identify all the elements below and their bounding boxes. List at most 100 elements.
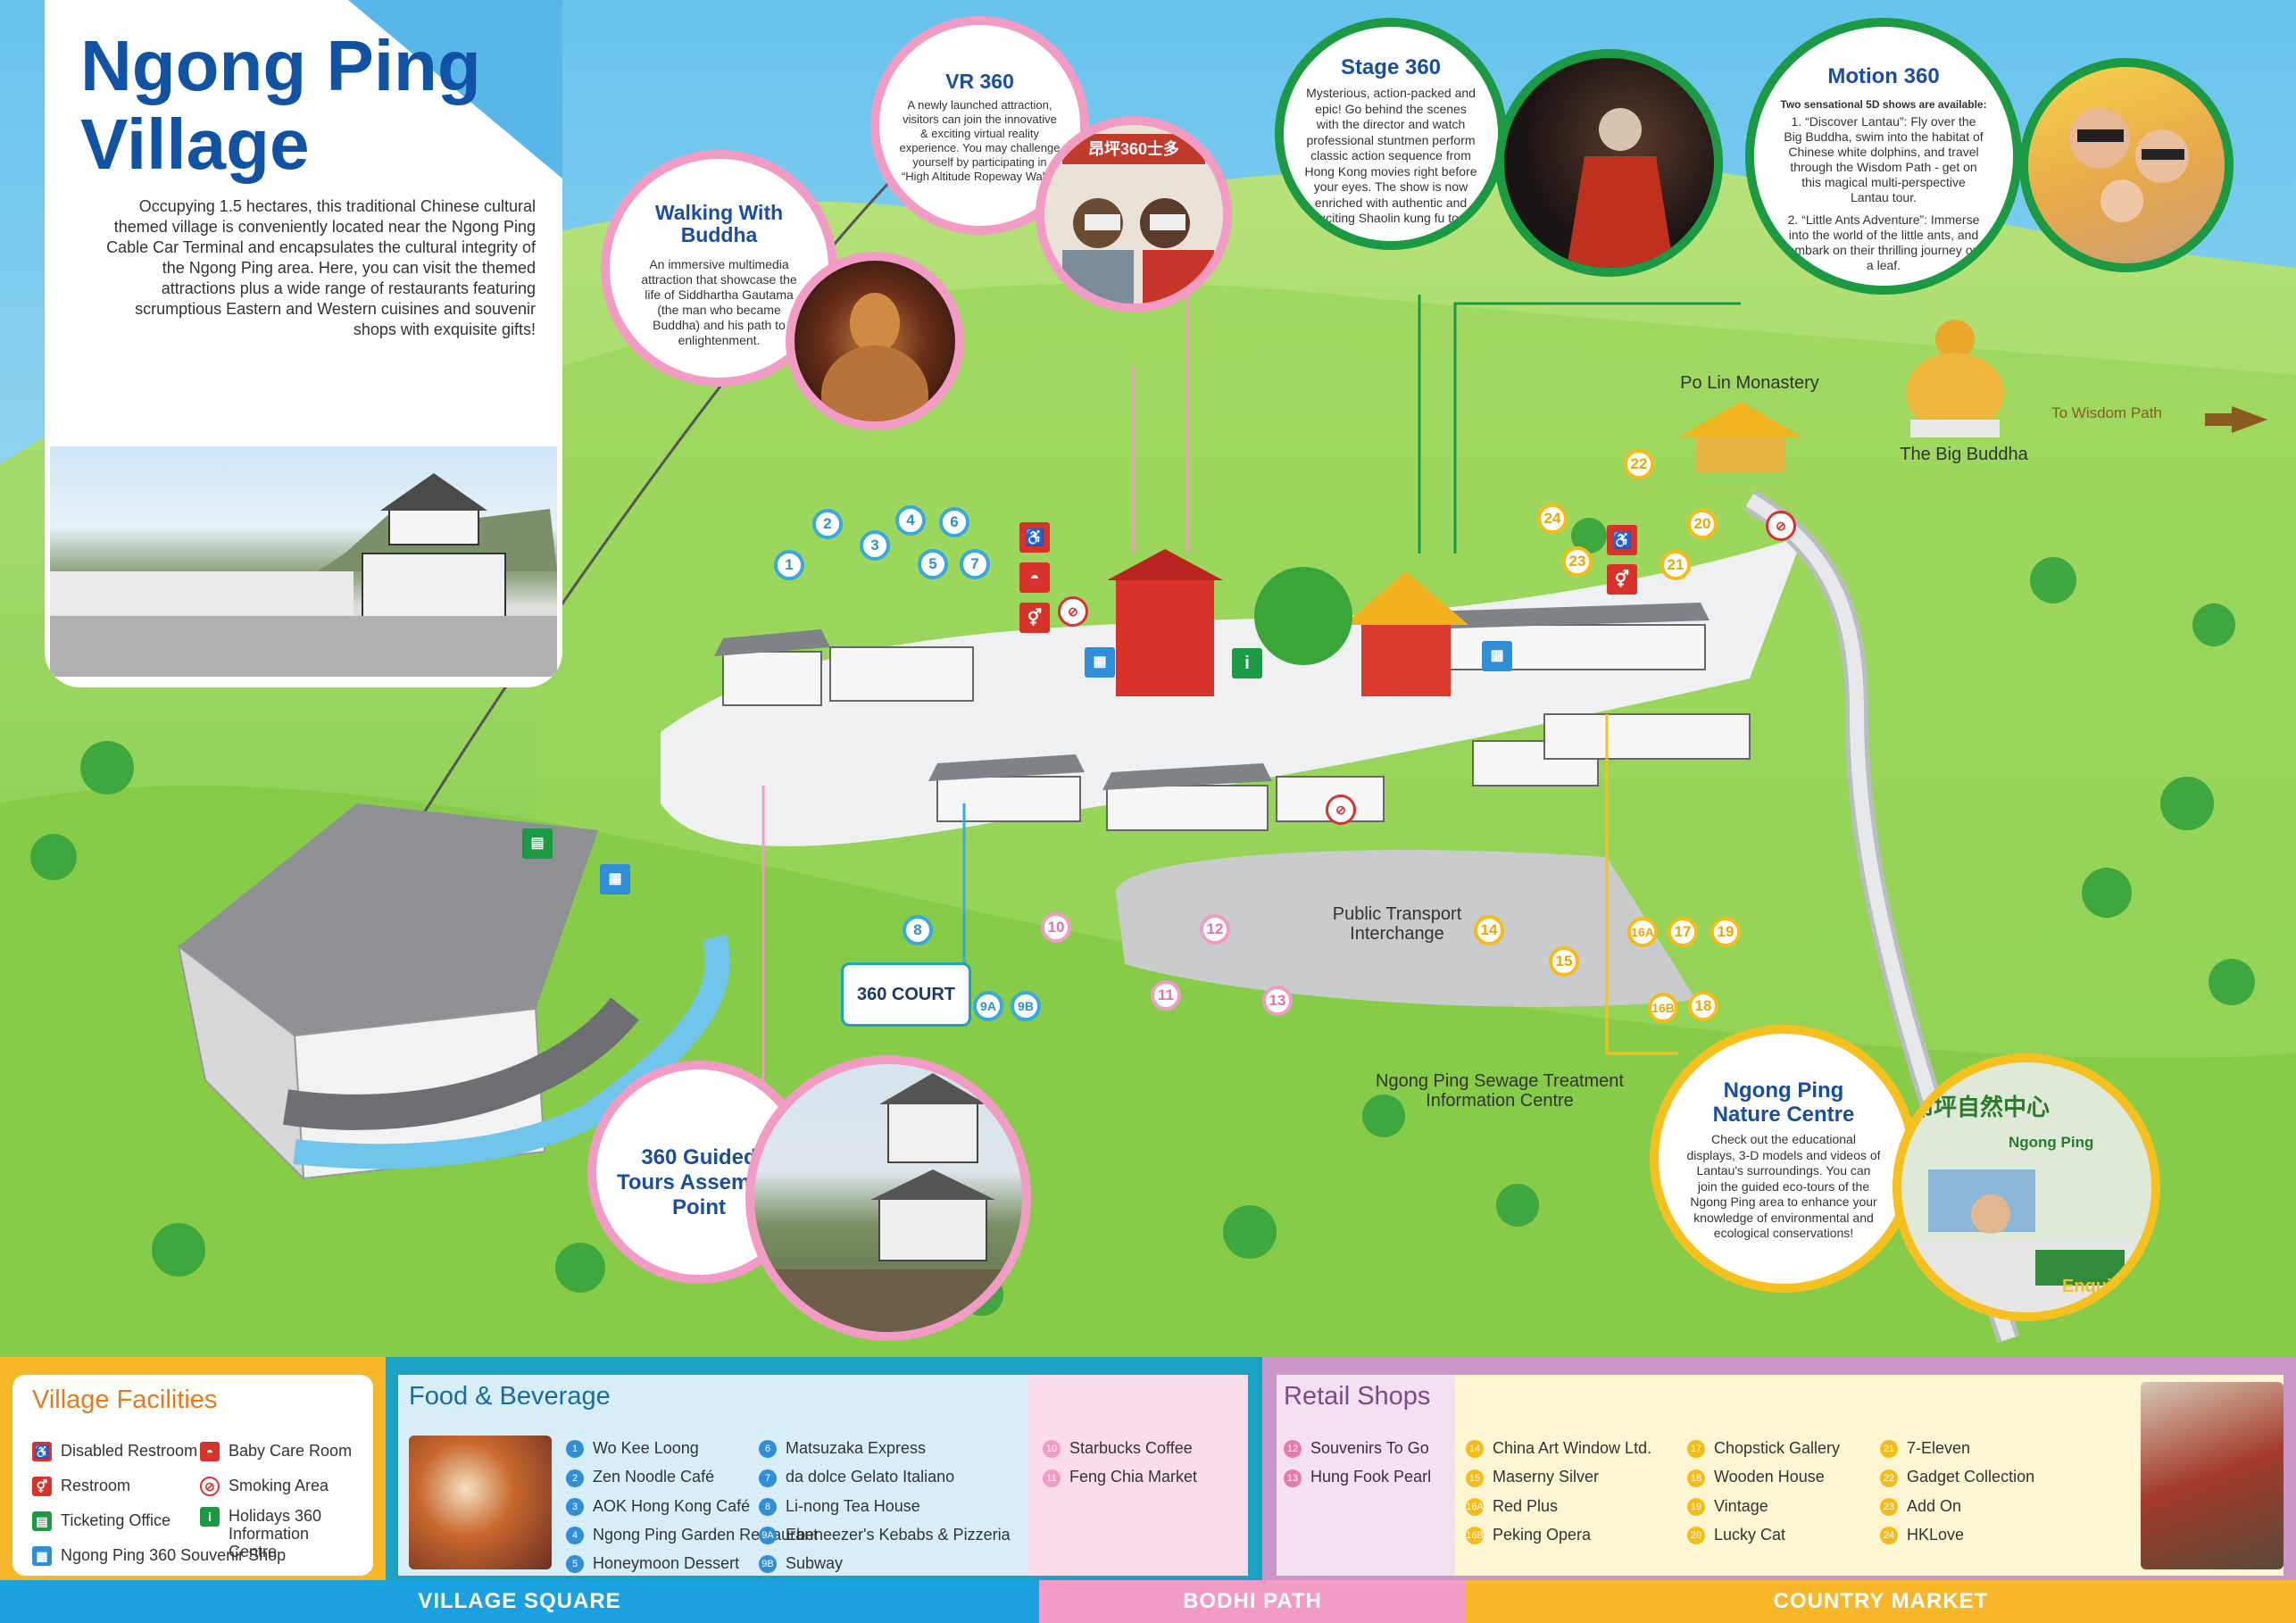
stage-360-bubble[interactable]: Stage 360 Mysterious, action-packed and … — [1275, 18, 1507, 250]
map-pin-16a[interactable]: 16A — [1627, 917, 1658, 947]
sewage-centre-label: Ngong Ping Sewage Treatment Information … — [1376, 1071, 1624, 1111]
legend-shop-name: Chopstick Gallery — [1714, 1439, 1841, 1457]
walking-title: Walking With Buddha — [654, 201, 784, 246]
legend-number-badge: 1 — [566, 1440, 584, 1459]
legend-shop-name: Maserny Silver — [1493, 1468, 1600, 1486]
vr-360-bubble[interactable]: VR 360 A newly launched attraction, visi… — [870, 16, 1089, 235]
big-buddha-label: The Big Buddha — [1900, 445, 2028, 464]
map-pin-12[interactable]: 12 — [1200, 914, 1230, 945]
legend-shop-name: Matsuzaka Express — [786, 1439, 927, 1457]
motion-item-1: 1. “Discover Lantau”: Fly over the Big B… — [1784, 114, 1984, 204]
transport-interchange-label: Public Transport Interchange — [1332, 904, 1462, 944]
smoking-area-icon: ⊘ — [200, 1477, 220, 1497]
map-pin-1[interactable]: 1 — [774, 550, 804, 580]
map-pin-21[interactable]: 21 — [1660, 550, 1691, 580]
legend-shop-item: 24 HKLove — [1880, 1526, 2034, 1544]
legend-restroom-label: Restroom — [61, 1477, 131, 1494]
legend-number-badge: 3 — [566, 1497, 584, 1516]
map-pin-2[interactable]: 2 — [812, 509, 843, 539]
smoking-area-icon: ⊘ — [1058, 596, 1088, 627]
legend-number-badge: 4 — [566, 1527, 584, 1544]
disabled-restroom-icon: ♿ — [1019, 522, 1050, 553]
legend-shop-name: Wooden House — [1714, 1468, 1825, 1486]
info-centre-icon: i — [1232, 648, 1262, 678]
retail-title: Retail Shops — [1284, 1382, 1431, 1411]
legend-shop-name: Feng Chia Market — [1069, 1468, 1198, 1486]
map-pin-9b[interactable]: 9B — [1011, 991, 1041, 1021]
legend-ticketing-label: Ticketing Office — [61, 1511, 171, 1529]
smoking-area-icon-2: ⊘ — [1326, 795, 1356, 825]
stage-title: Stage 360 — [1340, 55, 1442, 79]
map-pin-19[interactable]: 19 — [1710, 917, 1741, 947]
legend-shop-name: da dolce Gelato Italiano — [786, 1468, 955, 1486]
legend-shop-name: HKLove — [1907, 1525, 1965, 1544]
map-pin-10[interactable]: 10 — [1041, 912, 1071, 943]
legend-shop-name: Souvenirs To Go — [1310, 1439, 1429, 1457]
retail-photo — [2141, 1382, 2284, 1569]
map-pin-20[interactable]: 20 — [1687, 509, 1718, 539]
legend-souvenir-shop: ▦Ngong Ping 360 Souvenir Shop — [32, 1546, 286, 1567]
motion-360-bubble[interactable]: Motion 360 Two sensational 5D shows are … — [1745, 18, 2022, 295]
motion-subtitle: Two sensational 5D shows are available: — [1780, 98, 1987, 111]
legend-ticketing: ▤Ticketing Office — [32, 1511, 171, 1532]
legend-info-centre-label: Holidays 360 Information Centre — [229, 1507, 322, 1561]
nature-centre-bubble[interactable]: Ngong Ping Nature Centre Check out the e… — [1650, 1025, 1917, 1293]
map-pin-14[interactable]: 14 — [1474, 915, 1504, 945]
nature-title: Ngong Ping Nature Centre — [1712, 1078, 1855, 1127]
map-pin-4[interactable]: 4 — [895, 505, 926, 536]
map-pin-9a[interactable]: 9A — [973, 991, 1003, 1021]
map-pin-16b[interactable]: 16B — [1648, 993, 1678, 1023]
wisdom-path-label: To Wisdom Path — [2051, 404, 2162, 421]
map-pin-7[interactable]: 7 — [960, 549, 990, 579]
map-pin-15[interactable]: 15 — [1549, 946, 1579, 977]
map-pin-3[interactable]: 3 — [860, 530, 890, 561]
legend-shop-name: 7-Eleven — [1907, 1439, 1971, 1457]
facilities-inner: Village Facilities ♿Disabled Restroom ◓B… — [12, 1375, 373, 1576]
legend-shop-item: 18 Wooden House — [1687, 1468, 1840, 1487]
legend-number-badge: 9A — [759, 1527, 777, 1544]
smoking-area-icon-3: ⊘ — [1766, 511, 1796, 541]
map-pin-6[interactable]: 6 — [939, 507, 969, 537]
map-pin-23[interactable]: 23 — [1562, 546, 1593, 577]
legend-number-badge: 5 — [566, 1555, 584, 1574]
legend-number-badge: 15 — [1466, 1469, 1484, 1487]
ticketing-office-icon: ▤ — [522, 828, 553, 859]
legend-number-badge: 16A — [1466, 1497, 1484, 1516]
legend-number-badge: 24 — [1880, 1527, 1898, 1544]
vr-text: A newly launched attraction, visitors ca… — [899, 98, 1061, 183]
legend-number-badge: 9B — [759, 1555, 777, 1574]
map-pin-11[interactable]: 11 — [1151, 980, 1181, 1011]
map-pin-24[interactable]: 24 — [1537, 504, 1568, 534]
map-pin-13[interactable]: 13 — [1262, 986, 1293, 1016]
po-lin-monastery-label: Po Lin Monastery — [1680, 373, 1819, 393]
legend-number-badge: 18 — [1687, 1469, 1705, 1487]
stage-360-photo — [1495, 49, 1723, 277]
map-pin-22[interactable]: 22 — [1624, 449, 1654, 479]
nature-text: Check out the educational displays, 3-D … — [1686, 1132, 1881, 1240]
map-pin-18[interactable]: 18 — [1688, 991, 1718, 1021]
legend-shop-item: 5 Honeymoon Dessert — [566, 1554, 818, 1574]
map-pin-17[interactable]: 17 — [1668, 917, 1698, 947]
walking-with-buddha-photo — [786, 252, 964, 430]
map-pin-5[interactable]: 5 — [918, 549, 948, 579]
legend-shop-name: Hung Fook Pearl — [1310, 1468, 1432, 1486]
legend-shop-name: Honeymoon Dessert — [593, 1554, 740, 1572]
legend-shop-name: Red Plus — [1493, 1496, 1559, 1515]
map-pin-8[interactable]: 8 — [903, 915, 933, 945]
title-card: Ngong Ping Village Occupying 1.5 hectare… — [45, 0, 562, 687]
motion-360-photo — [2019, 58, 2234, 272]
